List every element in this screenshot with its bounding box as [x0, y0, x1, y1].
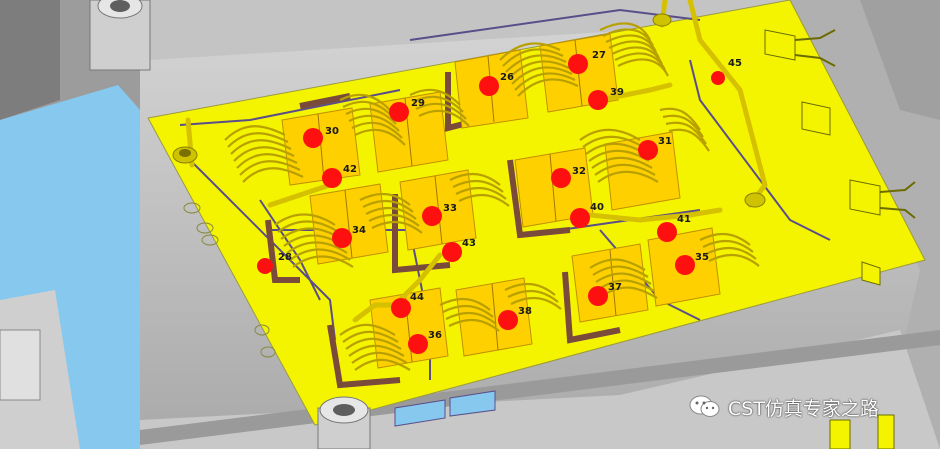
label-27: 27 — [592, 50, 606, 61]
node-labels: 26 27 39 45 30 29 42 32 31 33 40 34 43 4… — [278, 50, 742, 341]
baseplate-bottom — [394, 390, 496, 427]
pad-layer — [265, 72, 621, 389]
label-32: 32 — [572, 166, 586, 177]
housing-right — [790, 0, 940, 449]
housing-left-top — [0, 0, 60, 120]
label-34: 34 — [352, 225, 366, 236]
screw-post-top-left — [89, 0, 151, 71]
label-39: 39 — [610, 87, 624, 98]
label-26: 26 — [500, 72, 514, 83]
label-36: 36 — [428, 330, 442, 341]
label-37: 37 — [608, 282, 622, 293]
label-29: 29 — [411, 98, 425, 109]
substrate-vias — [183, 202, 276, 358]
housing-lower-left-panel — [0, 329, 41, 401]
label-31: 31 — [658, 136, 672, 147]
bondpad-layer — [257, 54, 725, 354]
pin-right — [744, 192, 766, 208]
pin-left — [172, 146, 198, 164]
right-terminal-leads — [794, 29, 916, 219]
label-33: 33 — [443, 203, 457, 214]
bottom-right-terminals — [829, 414, 895, 449]
housing-right-block — [860, 0, 940, 120]
mounting-posts — [89, 0, 766, 449]
screw-post-bottom — [317, 396, 371, 449]
right-terminals — [764, 29, 881, 286]
wechat-icon — [689, 395, 720, 417]
label-44: 44 — [410, 292, 424, 303]
label-35: 35 — [695, 252, 709, 263]
label-38: 38 — [518, 306, 532, 317]
housing-top-rail — [140, 0, 800, 60]
label-40: 40 — [590, 202, 604, 213]
label-41: 41 — [677, 214, 691, 225]
pin-top — [652, 13, 672, 27]
label-30: 30 — [325, 126, 339, 137]
label-45: 45 — [728, 58, 742, 69]
label-28: 28 — [278, 252, 292, 263]
watermark-text: CST仿真专家之路 — [728, 397, 879, 420]
label-42: 42 — [343, 164, 357, 175]
bondwire-layer — [224, 22, 760, 371]
label-43: 43 — [462, 238, 476, 249]
watermark: CST仿真专家之路 — [688, 392, 879, 422]
